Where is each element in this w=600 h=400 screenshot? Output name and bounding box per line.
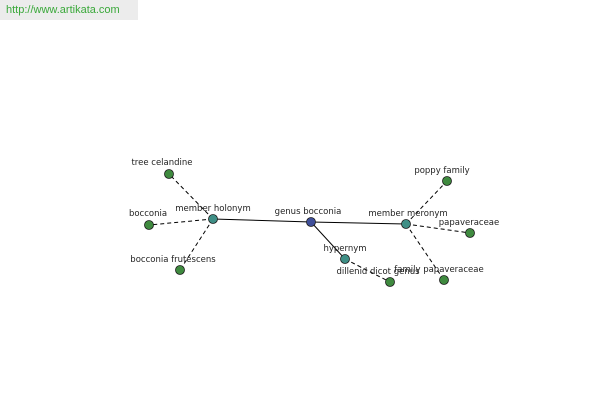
node-bocconia[interactable] bbox=[144, 220, 154, 230]
nodes-layer bbox=[144, 169, 475, 287]
url-banner[interactable]: http://www.artikata.com bbox=[0, 0, 138, 20]
node-family-papaveraceae[interactable] bbox=[439, 275, 449, 285]
node-papaveraceae[interactable] bbox=[465, 228, 475, 238]
edge-member-meronym-to-poppy-family bbox=[405, 180, 448, 225]
node-label-dilenid-dicot-genus[interactable]: dillenid dicot genus bbox=[336, 267, 420, 277]
node-label-hypernym[interactable]: hypernym bbox=[323, 244, 366, 254]
node-poppy-family[interactable] bbox=[442, 176, 452, 186]
node-label-member-holonym[interactable]: member holonym bbox=[175, 204, 250, 214]
edge-member-meronym-to-papaveraceae bbox=[405, 223, 471, 234]
node-member-holonym[interactable] bbox=[208, 214, 218, 224]
node-bocconia-frutescens[interactable] bbox=[175, 265, 185, 275]
node-label-tree-celandine[interactable]: tree celandine bbox=[131, 158, 192, 168]
node-dilenid-dicot-genus[interactable] bbox=[385, 277, 395, 287]
edge-member-holonym-to-tree-celandine bbox=[168, 173, 214, 220]
node-genus-bocconia[interactable] bbox=[306, 217, 316, 227]
edge-genus-bocconia-to-hypernym bbox=[310, 221, 346, 260]
node-hypernym[interactable] bbox=[340, 254, 350, 264]
edge-genus-bocconia-to-member-holonym bbox=[212, 218, 312, 223]
edge-genus-bocconia-to-member-meronym bbox=[310, 221, 407, 225]
edge-member-holonym-to-bocconia-frutescens bbox=[179, 218, 214, 271]
edge-member-holonym-to-bocconia bbox=[148, 218, 214, 226]
node-label-poppy-family[interactable]: poppy family bbox=[414, 166, 469, 176]
edge-member-meronym-to-family-papaveraceae bbox=[405, 223, 445, 281]
node-tree-celandine[interactable] bbox=[164, 169, 174, 179]
node-member-meronym[interactable] bbox=[401, 219, 411, 229]
node-label-family-papaveraceae[interactable]: family papaveraceae bbox=[394, 265, 483, 275]
edges-layer bbox=[148, 173, 471, 283]
labels-layer: genus bocconia member holonym member meron… bbox=[129, 158, 499, 277]
node-label-bocconia[interactable]: bocconia bbox=[129, 209, 167, 219]
node-label-genus-bocconia[interactable]: genus bocconia bbox=[275, 207, 342, 217]
node-label-bocconia-frutescens[interactable]: bocconia frutescens bbox=[130, 255, 216, 265]
edge-hypernym-to-dilenid-dicot-genus bbox=[344, 258, 391, 283]
node-label-papaveraceae[interactable]: papaveraceae bbox=[439, 218, 500, 228]
node-label-member-meronym[interactable]: member meronym bbox=[368, 209, 447, 219]
